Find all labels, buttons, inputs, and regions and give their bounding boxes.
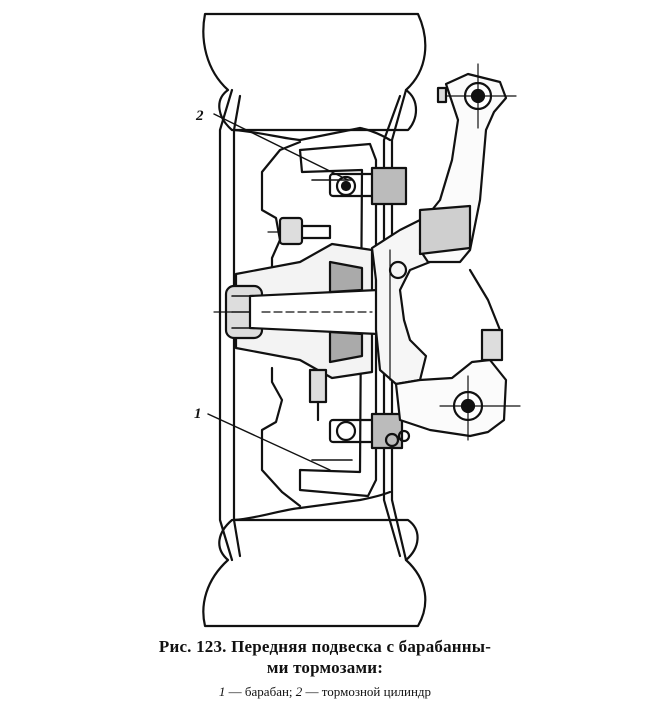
caption-title: Рис. 123. Передняя подвеска с барабанны-…	[0, 636, 650, 678]
tire-top	[202, 12, 427, 132]
figure-caption: Рис. 123. Передняя подвеска с барабанны-…	[0, 636, 650, 700]
brake-fittings	[308, 368, 411, 448]
wheel-disc	[260, 140, 302, 508]
caption-line2: ми тормозами:	[266, 658, 384, 677]
suspension-diagram: 2 1	[194, 12, 521, 628]
leader-line-2	[213, 113, 349, 181]
legend-num-1: 1	[218, 684, 226, 699]
caption-legend: 1 — барабан; 2 — тормозной цилиндр	[0, 684, 650, 700]
wheel-hub	[213, 242, 380, 380]
label-drum: 1	[194, 406, 202, 422]
tire-bottom	[202, 518, 427, 628]
brake-drum	[298, 142, 378, 498]
caption-line1: Передняя подвеска с барабанны-	[231, 637, 492, 656]
upper-control-arm	[418, 63, 517, 264]
wheel-bolt	[267, 216, 332, 246]
caption-prefix: Рис. 123.	[158, 637, 227, 656]
brake-cylinder-bottom	[328, 412, 404, 450]
leader-line-1	[207, 413, 331, 471]
legend-text-1: — барабан;	[228, 684, 293, 699]
label-cylinder: 2	[195, 108, 204, 124]
legend-num-2: 2	[295, 684, 303, 699]
legend-text-2: — тормозной цилиндр	[305, 684, 432, 699]
lower-control-arm	[394, 268, 521, 441]
brake-cylinder-top	[328, 166, 408, 206]
